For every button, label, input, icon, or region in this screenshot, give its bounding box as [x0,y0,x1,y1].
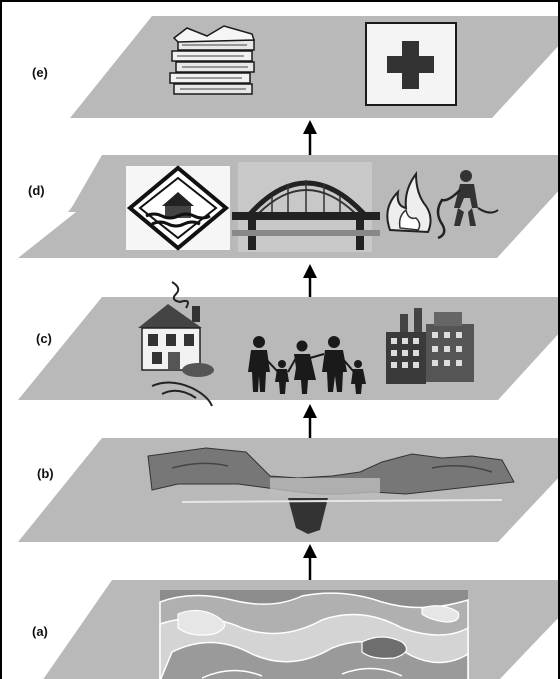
house-icon [138,281,214,407]
money-stack-icon [169,25,256,95]
fire-icon [386,170,432,234]
layer-label-a: (a) [32,624,48,639]
firefighter-icon [436,170,499,240]
medical-cross-icon [365,22,457,106]
terrain-cross-section-icon [147,447,515,534]
factory-icon [386,308,474,384]
layer-label-d: (d) [28,183,45,198]
layer-label-c: (c) [36,331,52,346]
plane-c [18,297,558,400]
flood-sign-icon [126,165,230,251]
layer-label-b: (b) [37,466,54,481]
layer-label-e: (e) [32,65,48,80]
bridge-icon [232,162,380,252]
plane-e [70,16,558,118]
family-icon [248,336,366,394]
contour-map-icon [159,590,469,679]
